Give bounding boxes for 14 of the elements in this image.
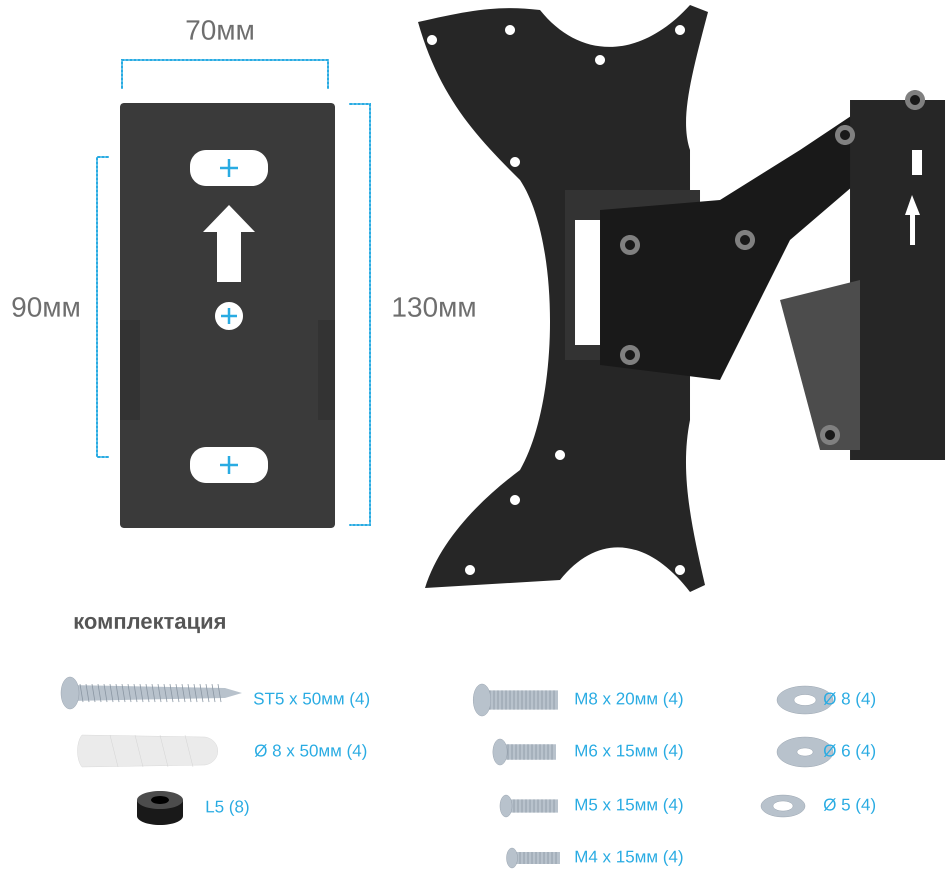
part-label: M5 x 15мм (4) <box>576 798 682 814</box>
part-label: Ø 6 (4) <box>824 744 876 760</box>
dimension-label: 130мм <box>394 297 475 317</box>
part-label: Ø 8 (4) <box>824 692 876 708</box>
part-label: L5 (8) <box>206 800 249 816</box>
part-label: Ø 8 x 50мм (4) <box>254 744 366 760</box>
part-label: M6 x 15мм (4) <box>576 744 682 760</box>
part-label: M8 x 20мм (4) <box>576 692 682 708</box>
dimension-label: 90мм <box>12 297 79 317</box>
part-label: M4 x 15мм (4) <box>576 850 682 866</box>
part-label: ST5 x 50мм (4) <box>254 692 370 708</box>
dimension-label: 70мм <box>186 20 253 40</box>
part-label: Ø 5 (4) <box>824 798 876 814</box>
section-heading: комплектация <box>74 616 225 634</box>
